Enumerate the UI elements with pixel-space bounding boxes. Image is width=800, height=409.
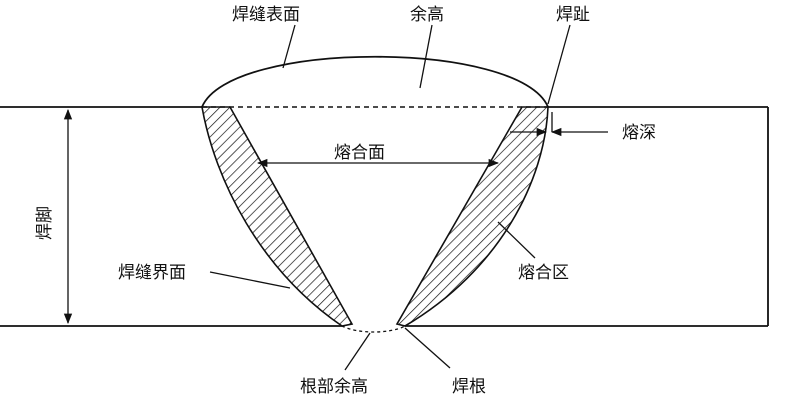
label-penetration-depth: 熔深 (622, 123, 656, 143)
root-reinforcement-curve (341, 325, 406, 333)
label-weld-surface: 焊缝表面 (232, 5, 300, 25)
base-plate (0, 106, 769, 327)
leader-weld-toe (547, 24, 571, 105)
leader-weld-surface (282, 24, 296, 69)
label-fusion-face: 熔合面 (334, 143, 385, 163)
fusion-zone-left (201, 106, 354, 327)
leader-weld-interface (209, 271, 291, 289)
label-weld-interface: 焊缝界面 (118, 263, 186, 283)
weld-cap (201, 55, 549, 108)
leader-reinforcement (419, 24, 433, 89)
leader-weld-root (404, 327, 451, 369)
fusion-zone-right (395, 106, 549, 327)
label-weld-root: 焊根 (452, 377, 486, 397)
label-weld-leg: 焊脚 (35, 206, 55, 240)
leader-fusion-zone (497, 221, 536, 259)
label-reinforcement: 余高 (410, 5, 444, 25)
leader-root-reinforcement (344, 332, 371, 371)
label-root-reinforcement: 根部余高 (300, 377, 368, 397)
label-weld-toe: 焊趾 (556, 5, 590, 25)
label-fusion-zone: 熔合区 (518, 263, 569, 283)
